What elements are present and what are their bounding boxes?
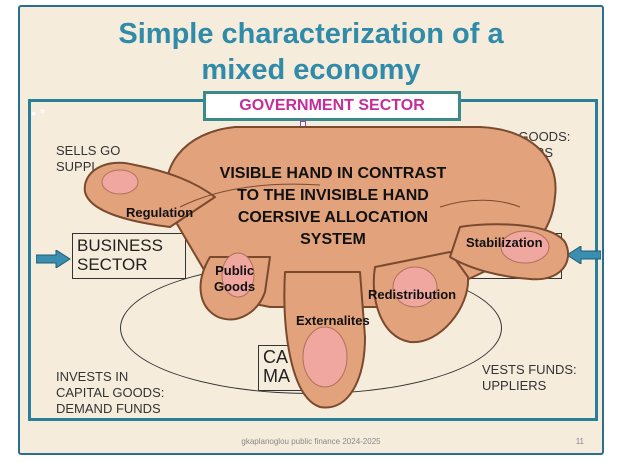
label-externalites: Externalites (296, 313, 370, 328)
flow-invests-line1: INVESTS IN (56, 369, 129, 384)
hand-center-line4: SYSTEM (300, 231, 366, 248)
arrow-right-icon (36, 250, 71, 268)
label-regulation: Regulation (126, 205, 194, 220)
hand-center-line1: VISIBLE HAND IN CONTRAST (219, 165, 447, 182)
capital-market-line2: MA (263, 366, 290, 386)
flow-invests-line2: CAPITAL GOODS: (56, 385, 165, 400)
visible-hand-illustration (83, 126, 570, 409)
label-public-line2: Goods (214, 279, 256, 294)
flow-sells-line1: SELLS GO (56, 143, 121, 158)
slide-footer: gkaplanoglou public finance 2024-2025 (241, 437, 381, 446)
flow-investsfunds-line1: VESTS FUNDS: (482, 362, 577, 377)
business-sector-box: BUSINESS SECTOR (72, 233, 186, 279)
label-public-goods: Public Goods (214, 263, 255, 295)
flow-investsfunds-line2: UPPLIERS (482, 378, 547, 393)
label-public-line1: Public (215, 263, 255, 278)
label-redistribution: Redistribution (368, 287, 457, 302)
page-number: 11 (575, 437, 584, 446)
label-stabilization: Stabilization (466, 235, 543, 250)
capital-market-line1: CA (263, 347, 289, 367)
flow-invests-line3: DEMAND FUNDS (56, 401, 161, 416)
hand-center-text: VISIBLE HAND IN CONTRAST TO THE INVISIBL… (198, 163, 468, 251)
government-sector-box: GOVERNMENT SECTOR (203, 91, 461, 121)
arrow-left-icon (566, 246, 601, 264)
business-sector-line2: SECTOR (77, 255, 148, 274)
business-sector-line1: BUSINESS (77, 236, 163, 255)
slide-title-line1: Simple characterization of a (118, 18, 504, 50)
hand-center-line2: TO THE INVISIBLE HAND (237, 187, 429, 204)
bullet-marker: • * (31, 105, 46, 121)
flow-sells-line2: SUPPL (56, 159, 99, 174)
slide: Simple characterization of a mixed econo… (18, 5, 604, 455)
hand-center-line3: COERSIVE ALLOCATION (237, 209, 429, 226)
slide-title-line2: mixed economy (201, 54, 421, 86)
